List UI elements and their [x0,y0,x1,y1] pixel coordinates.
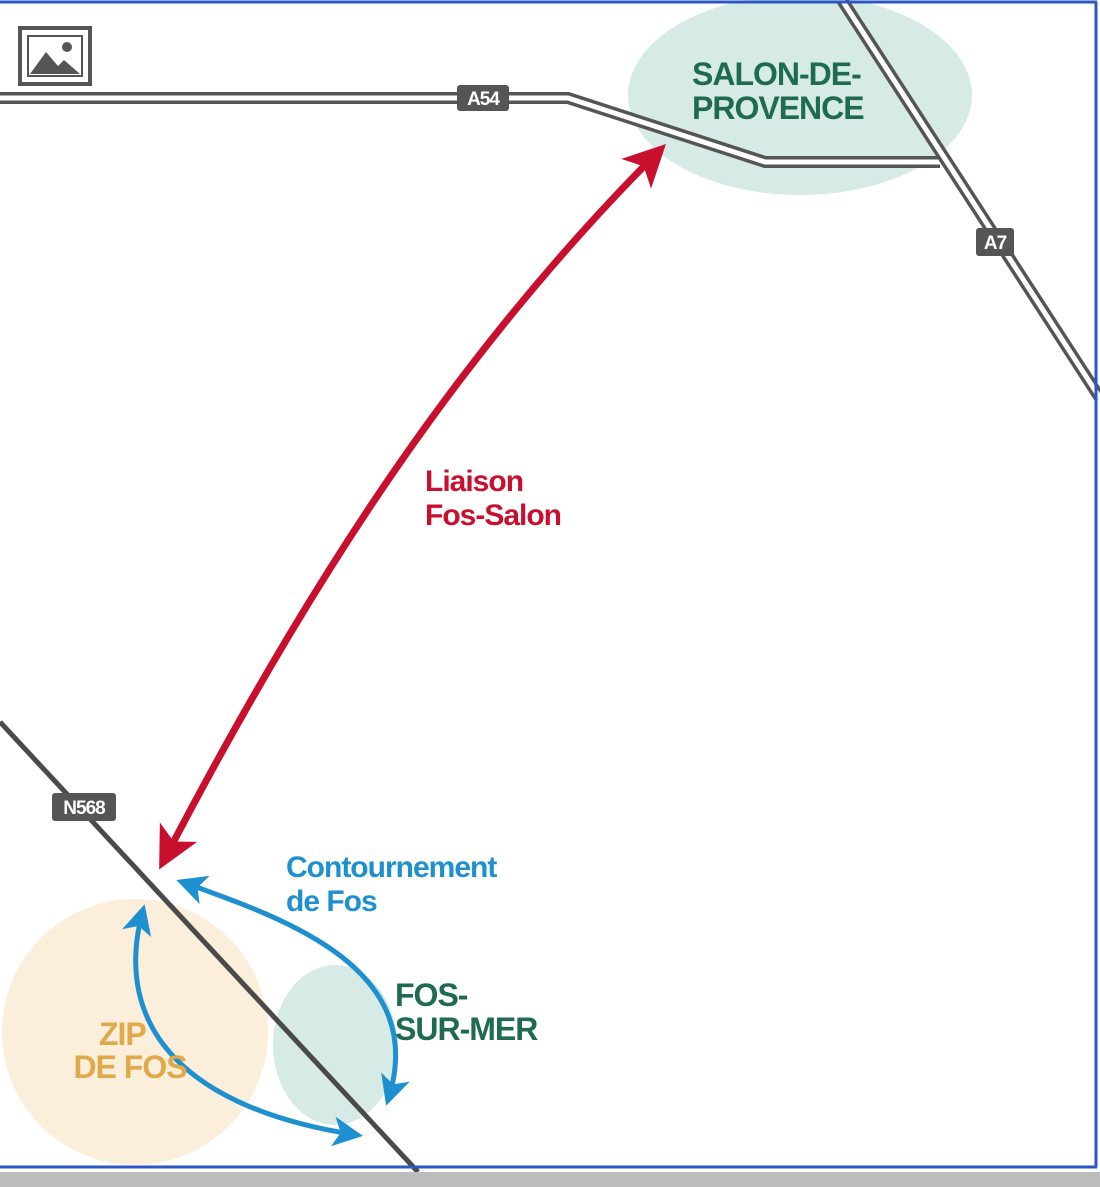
salon-label: SALON-DE- PROVENCE [692,56,869,126]
image-placeholder-icon[interactable] [18,26,92,86]
contournement-link-label-line1: Contournement [286,851,497,884]
fos-label-line1: FOS- [395,977,468,1013]
fos-label-line2: SUR-MER [395,1011,538,1047]
a7-shield-label: A7 [984,233,1007,254]
a7-shield: A7 [976,228,1014,256]
a54-road [0,92,940,168]
fos-salon-link-label-line1: Liaison [425,465,523,498]
contournement-link-label: Contournement de Fos [286,851,504,918]
a54-shield-label: A54 [467,89,500,110]
n568-shield: N568 [52,793,116,821]
frame-shadow [0,1172,1100,1187]
zip-label-line1: ZIP [99,1016,146,1052]
zip-label: ZIP DE FOS [73,1016,187,1085]
a7-road [836,0,1100,402]
a54-shield: A54 [457,85,509,111]
fos-salon-link-arrow [159,144,666,870]
fos-label: FOS- SUR-MER [395,977,538,1047]
fos-salon-link-label-line2: Fos-Salon [425,499,561,532]
n568-shield-label: N568 [63,798,105,819]
fos-zone [273,965,397,1125]
zip-link-arrow [122,904,363,1147]
salon-label-line2: PROVENCE [692,90,864,126]
salon-label-line1: SALON-DE- [692,56,861,92]
contournement-link-label-line2: de Fos [286,885,377,918]
zip-label-line2: DE FOS [73,1049,187,1085]
fos-salon-link-label: Liaison Fos-Salon [425,465,561,532]
